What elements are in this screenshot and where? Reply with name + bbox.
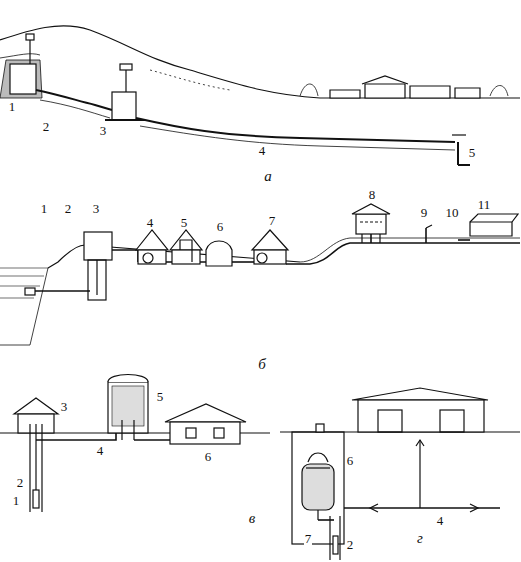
callout-number: 7 [304,532,313,545]
callout-number: 1 [40,202,49,215]
panel-letter: в [248,511,257,526]
callout-number: 9 [420,206,429,219]
callout-number: 11 [477,198,492,211]
callout-number: 6 [346,454,355,467]
callout-number: 7 [268,214,277,227]
river-intake-scene [0,204,520,345]
callout-number: 2 [42,120,51,133]
callout-number: 10 [445,206,460,219]
callout-number: 5 [180,216,189,229]
panel-letter: а [263,169,273,184]
callout-number: 1 [8,100,17,113]
callout-number: 2 [64,202,73,215]
callout-number: 5 [156,390,165,403]
callout-number: 3 [60,400,69,413]
callout-number: 4 [146,216,155,229]
underground-tank-scene [280,388,520,560]
panel-letter: б [257,357,267,372]
callout-number: 3 [99,124,108,137]
callout-number: 8 [368,188,377,201]
gravity-system-scene [0,26,520,165]
callout-number: 4 [258,144,267,157]
callout-number: 1 [12,494,21,507]
callout-number: 4 [436,514,445,527]
callout-number: 2 [16,476,25,489]
callout-number: 2 [346,538,355,551]
callout-number: 3 [92,202,101,215]
callout-number: 5 [468,146,477,159]
panel-letter: г [416,531,424,546]
callout-number: 4 [96,444,105,457]
callout-number: 6 [216,220,225,233]
borehole-tower-scene [0,375,270,513]
callout-number: 6 [204,450,213,463]
